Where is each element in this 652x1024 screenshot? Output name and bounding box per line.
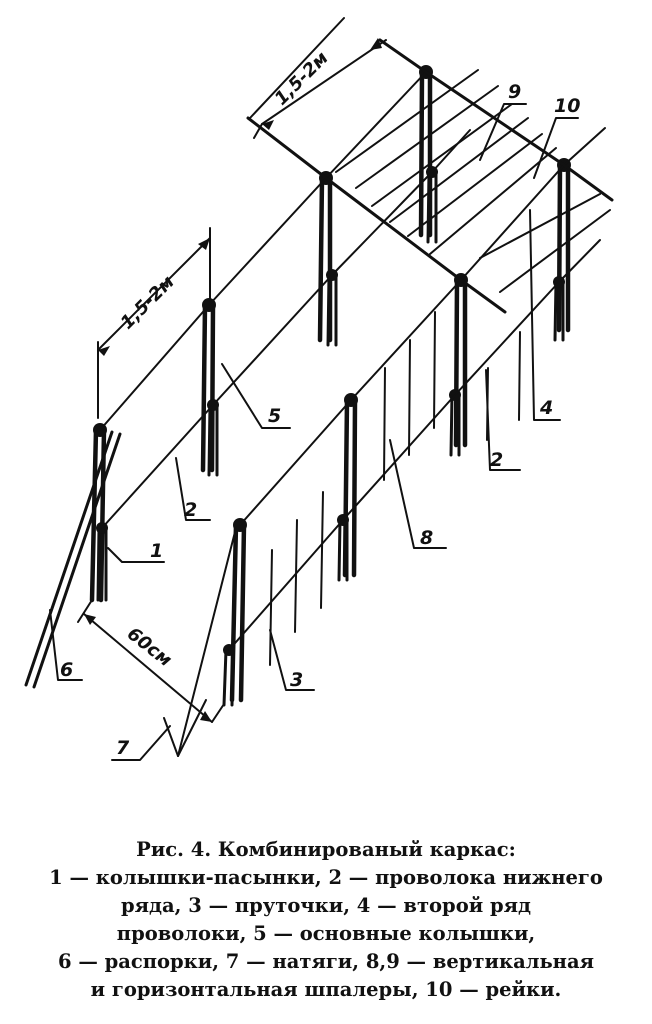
figure-caption: Рис. 4. Комбинированый каркас: 1 — колыш… xyxy=(0,836,652,1004)
caption-line: и горизонтальная шпалеры, 10 — рейки. xyxy=(90,978,562,1001)
caption-line: ряда, 3 — пруточки, 4 — второй ряд xyxy=(121,894,531,917)
callout-4: 4 xyxy=(539,397,553,419)
callout-2-left: 2 xyxy=(184,499,197,521)
callout-5: 5 xyxy=(268,405,281,427)
dimension-top-label: 1,5-2м xyxy=(271,47,333,109)
callout-1: 1 xyxy=(150,540,163,562)
dimension-lines xyxy=(77,17,387,723)
callout-2-right: 2 xyxy=(490,449,503,471)
caption-title: Рис. 4. Комбинированый каркас: xyxy=(136,838,516,861)
callout-9: 9 xyxy=(508,81,521,103)
main-stakes xyxy=(89,65,571,703)
caption-line: 6 — распорки, 7 — натяги, 8,9 — вертикал… xyxy=(57,950,594,973)
callout-10: 10 xyxy=(554,95,580,117)
dimension-width-label: 60см xyxy=(123,623,176,671)
callout-7: 7 xyxy=(116,737,130,759)
braces xyxy=(24,430,237,757)
wires xyxy=(99,38,614,651)
callout-leaders xyxy=(49,103,579,761)
dimension-middle-label: 1,5-2м xyxy=(117,271,179,333)
caption-line: проволоки, 5 — основные колышки, xyxy=(116,922,536,945)
vertical-rods xyxy=(269,311,521,666)
callout-6: 6 xyxy=(60,659,73,681)
callout-3: 3 xyxy=(290,669,303,691)
callout-8: 8 xyxy=(420,527,433,549)
caption-line: 1 — колышки-пасынки, 2 — проволока нижне… xyxy=(49,866,603,889)
trellis-frame-diagram: 1,5-2м 1,5-2м 60см 1 2 2 3 4 5 6 7 8 9 1… xyxy=(24,17,614,761)
